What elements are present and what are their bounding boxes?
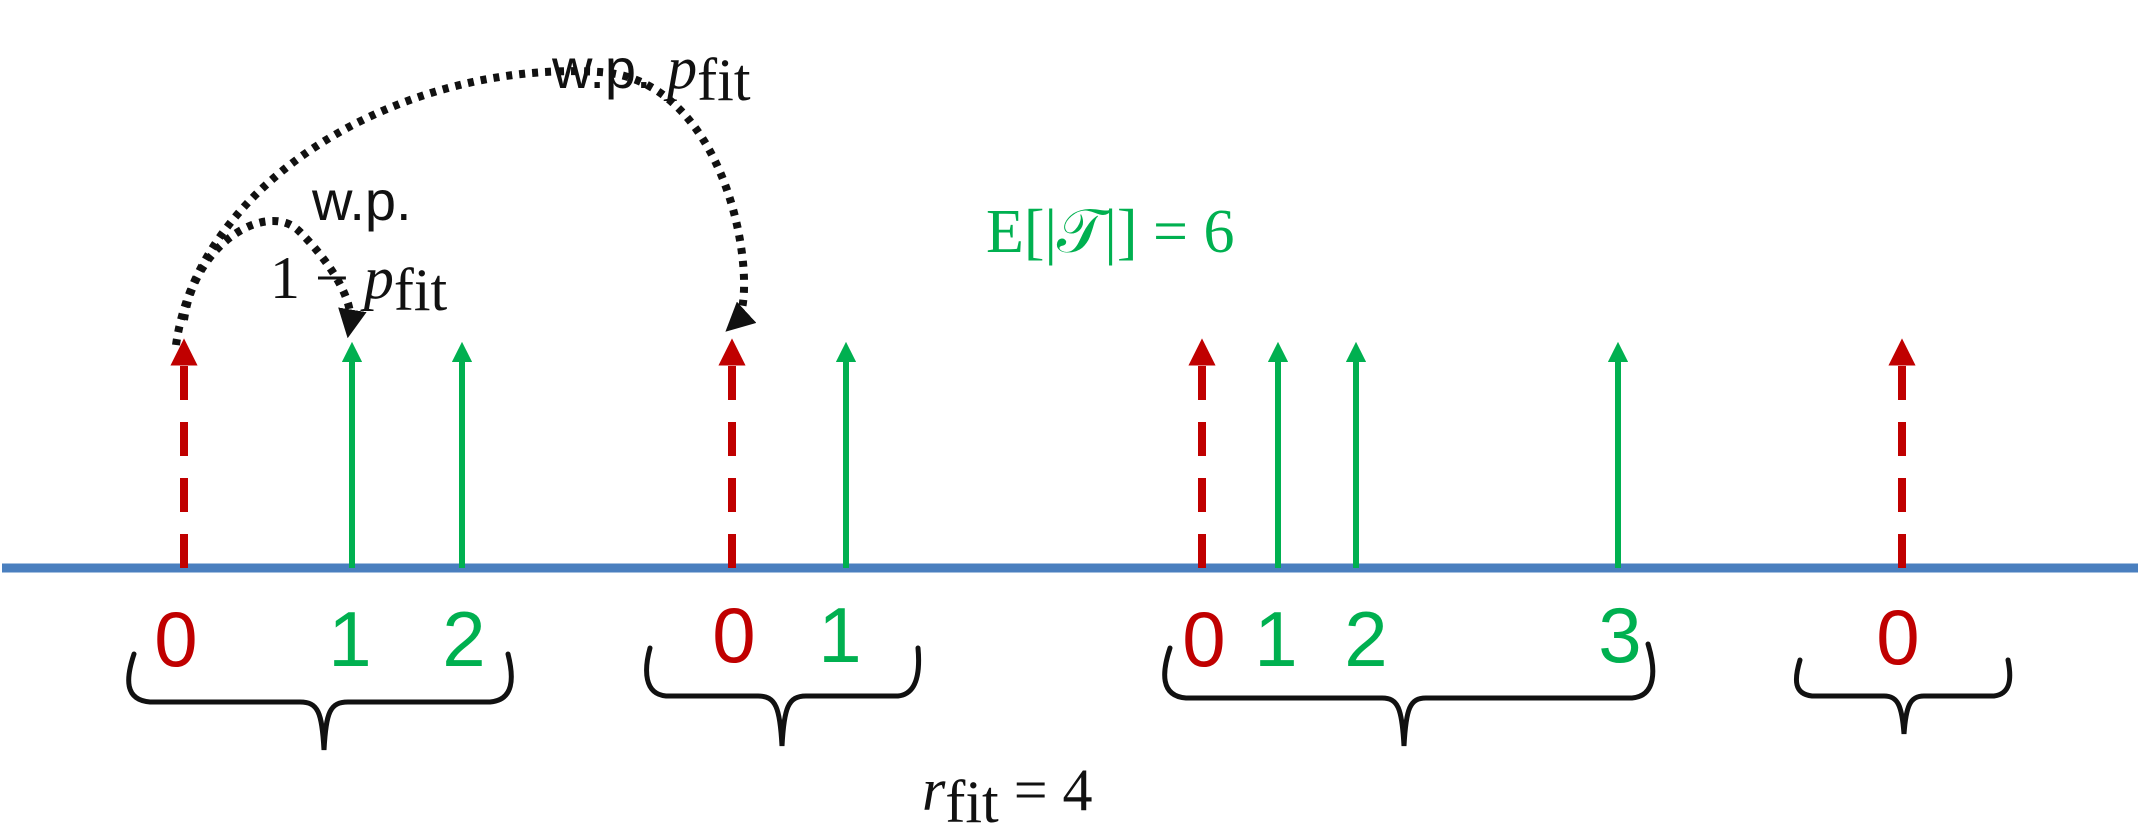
group-brace: [126, 651, 514, 751]
long-jump-probability: w.p. pfit: [551, 35, 751, 113]
short-jump-label: w.p.: [311, 169, 412, 232]
arrival-index-label: 1: [1254, 595, 1297, 683]
arrival-index-label: 1: [328, 595, 371, 683]
arrival-index-label: 0: [712, 591, 755, 679]
arrival-index-label: 0: [1876, 593, 1919, 681]
group-brace: [644, 645, 922, 747]
arrival-index-label: 2: [442, 595, 485, 683]
group-brace: [1793, 657, 2013, 735]
arrival-group-1: 0 1 2: [126, 338, 514, 751]
arrival-group-2: 0 1: [644, 338, 922, 747]
arrival-index-label: 1: [818, 591, 861, 679]
long-jump-arc: [172, 67, 757, 346]
arrival-group-3: 0 1 2 3: [1162, 338, 1656, 747]
group-brace: [1162, 641, 1656, 747]
arrival-index-label: 3: [1598, 591, 1641, 679]
arrival-index-label: 0: [154, 595, 197, 683]
short-jump-probability: 1 − pfit: [270, 245, 447, 323]
rate-label: rfit = 4: [922, 757, 1093, 835]
short-jump-arc: [180, 217, 367, 339]
arrival-index-label: 0: [1182, 595, 1225, 683]
arrival-index-label: 2: [1344, 595, 1387, 683]
arrival-group-4: 0: [1793, 338, 2013, 735]
expected-arrivals-label: E[|𝒯|] = 6: [986, 198, 1234, 266]
